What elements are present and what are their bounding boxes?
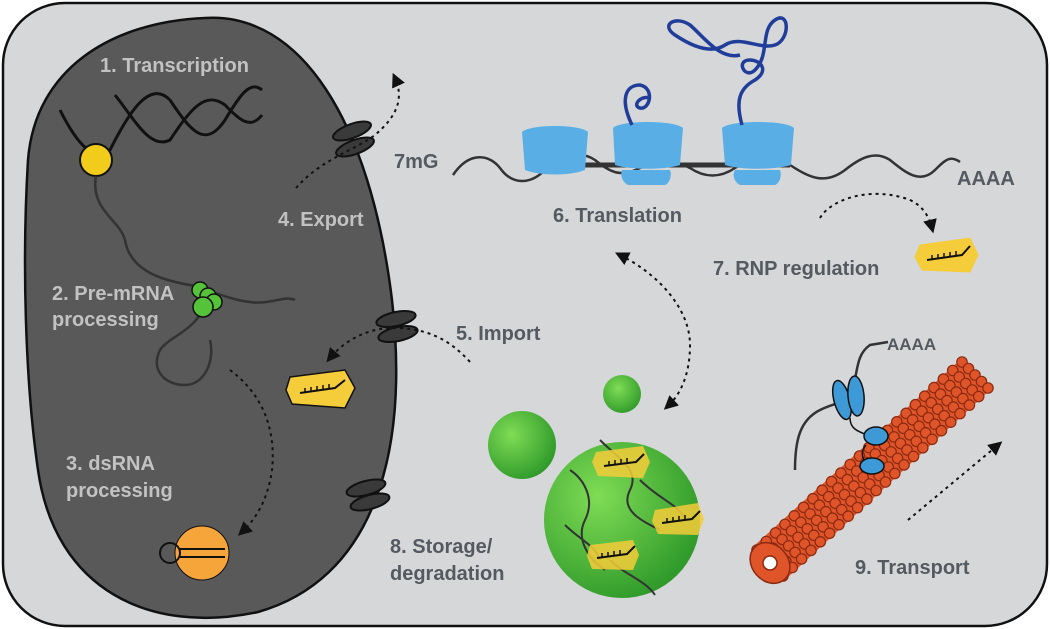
- rna-polymerase: [79, 143, 113, 177]
- peptide-long: [667, 16, 788, 126]
- tubulin-subunit: [954, 407, 966, 420]
- peptide-short: [623, 83, 652, 126]
- motor-protein: [831, 375, 889, 475]
- granule-medium: [488, 411, 556, 479]
- label-dsrna-line1: 3. dsRNA: [66, 453, 155, 475]
- rnp-regulated: [914, 237, 979, 273]
- label-polya-transport: AAAA: [887, 335, 936, 354]
- tubulin-subunit: [823, 527, 836, 540]
- tubulin-subunit: [795, 553, 808, 565]
- ribosome-2: [613, 122, 683, 185]
- rnp-arrow: [819, 192, 937, 234]
- tubulin-subunit: [982, 382, 994, 394]
- tubulin-subunit: [879, 476, 892, 488]
- dsrna-arrow: [229, 369, 274, 536]
- mrna-strand: [451, 153, 961, 183]
- ribosome-3: [722, 122, 794, 185]
- tubulin-subunit: [861, 493, 873, 505]
- granule-rnp-2: [652, 503, 704, 535]
- label-transcription: 1. Transcription: [100, 55, 249, 77]
- granule-small: [603, 375, 641, 413]
- tubulin-subunit: [833, 518, 845, 531]
- dicer-complex: [159, 525, 230, 581]
- tubulin-subunit: [907, 450, 920, 463]
- nuclear-pore-bottom: [345, 478, 391, 512]
- tubulin-subunit: [916, 441, 929, 454]
- nascent-transcript: [93, 175, 296, 304]
- label-polya-tail: AAAA: [957, 168, 1015, 190]
- rnp-imported: [285, 369, 356, 409]
- tubulin-subunit: [888, 467, 901, 480]
- spliceosome: [191, 281, 223, 318]
- label-translation: 6. Translation: [553, 205, 682, 227]
- tubulin-subunit: [898, 459, 910, 471]
- label-premrna-line2: processing: [52, 309, 159, 331]
- tubulin-subunit: [851, 501, 864, 514]
- label-storage-line2: degradation: [390, 563, 504, 585]
- tubulin-subunit: [870, 484, 882, 497]
- label-export: 4. Export: [278, 209, 364, 231]
- transport-arrow: [907, 441, 1003, 521]
- lariat-loop: [155, 299, 213, 387]
- nucleus: [23, 16, 398, 620]
- granule-rnp-3: [587, 540, 639, 570]
- granule-rnp-1: [592, 446, 650, 478]
- nuclear-pore-middle: [375, 309, 419, 344]
- label-cap: 7mG: [394, 151, 438, 173]
- label-transport: 9. Transport: [855, 557, 970, 579]
- label-import: 5. Import: [456, 323, 541, 345]
- tubulin-subunit: [842, 510, 854, 522]
- export-arrow: [295, 72, 405, 189]
- label-rnp-regulation: 7. RNP regulation: [713, 258, 879, 280]
- tubulin-subunit: [814, 535, 827, 548]
- label-premrna-line1: 2. Pre-mRNA: [52, 283, 174, 305]
- tubulin-subunit: [963, 399, 976, 411]
- tubulin-subunit: [926, 433, 938, 446]
- tubulin-subunit: [805, 544, 817, 557]
- granule-large: [544, 442, 700, 598]
- label-storage-line1: 8. Storage/: [390, 536, 493, 558]
- ribosome-1: [522, 126, 588, 175]
- label-dsrna-line2: processing: [66, 480, 173, 502]
- tubulin-subunit: [935, 424, 948, 437]
- tubulin-subunit: [972, 390, 985, 403]
- tubulin-subunit: [944, 416, 957, 428]
